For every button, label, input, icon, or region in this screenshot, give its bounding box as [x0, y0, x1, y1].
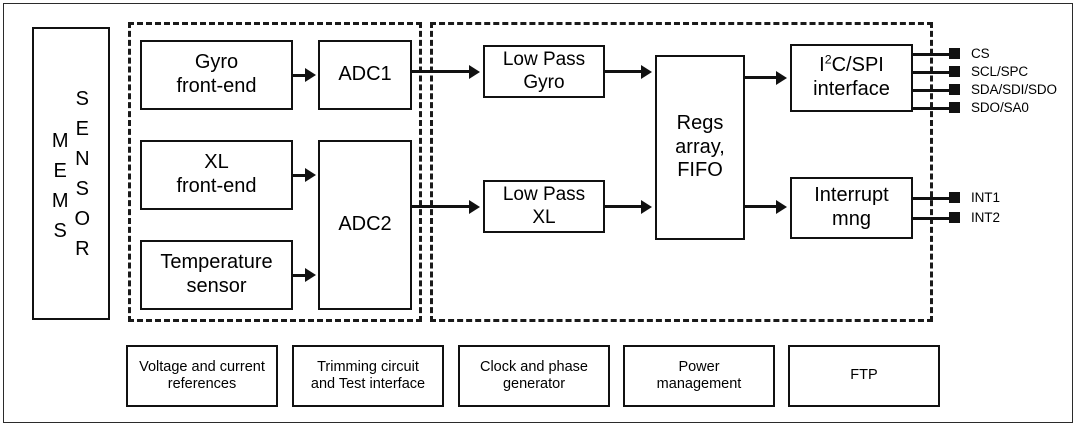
mems-word-column: M E M S	[51, 129, 69, 242]
mems-sensor-block: M E M S S E N S O R	[32, 27, 110, 320]
block-ftp-label: FTP	[850, 367, 878, 384]
pin-pad-scl-spc[interactable]	[949, 66, 960, 77]
arrow-lowpass-gyro-to-regs	[641, 64, 652, 79]
wire-gyro-to-adc1	[293, 73, 308, 77]
pin-label-sdo-sa0: SDO/SA0	[971, 100, 1029, 115]
block-ftp: FTP	[788, 345, 940, 407]
arrow-adc2-to-lowpass-xl	[469, 199, 480, 214]
arrow-xl-to-adc2	[305, 168, 316, 182]
sensor-word-column: S E N S O R	[74, 87, 91, 260]
wire-adc2-to-lowpass-xl	[412, 205, 471, 208]
block-adc1-label: ADC1	[338, 63, 392, 86]
pin-label-scl-spc: SCL/SPC	[971, 64, 1029, 79]
arrow-regs-to-interrupt-mng	[776, 199, 787, 214]
block-adc2: ADC2	[318, 140, 412, 310]
arrow-lowpass-xl-to-regs	[641, 199, 652, 214]
arrow-regs-to-i2c-spi	[776, 70, 787, 85]
block-adc1: ADC1	[318, 40, 412, 110]
wire-regs-to-i2c-spi	[745, 76, 778, 79]
pin-pad-sdo-sa0[interactable]	[949, 102, 960, 113]
pin-pad-cs[interactable]	[949, 48, 960, 59]
pin-pad-sda-sdi-sdo[interactable]	[949, 84, 960, 95]
arrow-temp-to-adc2	[305, 268, 316, 282]
pin-pad-int1[interactable]	[949, 192, 960, 203]
wire-pin-cs	[913, 53, 955, 56]
pin-label-cs: CS	[971, 46, 990, 61]
wire-adc1-to-lowpass-gyro	[412, 70, 471, 73]
digital-section-boundary	[430, 22, 933, 322]
wire-xl-to-adc2	[293, 173, 308, 177]
wire-pin-int1	[913, 197, 955, 200]
wire-pin-sdo-sa0	[913, 107, 955, 110]
pin-label-sda-sdi-sdo: SDA/SDI/SDO	[971, 82, 1057, 97]
wire-lowpass-gyro-to-regs	[605, 70, 643, 73]
wire-regs-to-interrupt-mng	[745, 205, 778, 208]
wire-pin-int2	[913, 217, 955, 220]
pin-label-int1: INT1	[971, 190, 1000, 205]
wire-lowpass-xl-to-regs	[605, 205, 643, 208]
arrow-gyro-to-adc1	[305, 68, 316, 82]
pin-label-int2: INT2	[971, 210, 1000, 225]
analog-section-boundary	[128, 22, 422, 322]
wire-pin-scl-spc	[913, 71, 955, 74]
mems-sensor-vertical-text: M E M S S E N S O R	[52, 84, 90, 264]
wire-pin-sda-sdi-sdo	[913, 89, 955, 92]
wire-temp-to-adc2	[293, 273, 308, 277]
arrow-adc1-to-lowpass-gyro	[469, 64, 480, 79]
pin-pad-int2[interactable]	[949, 212, 960, 223]
block-adc2-label: ADC2	[338, 213, 392, 236]
